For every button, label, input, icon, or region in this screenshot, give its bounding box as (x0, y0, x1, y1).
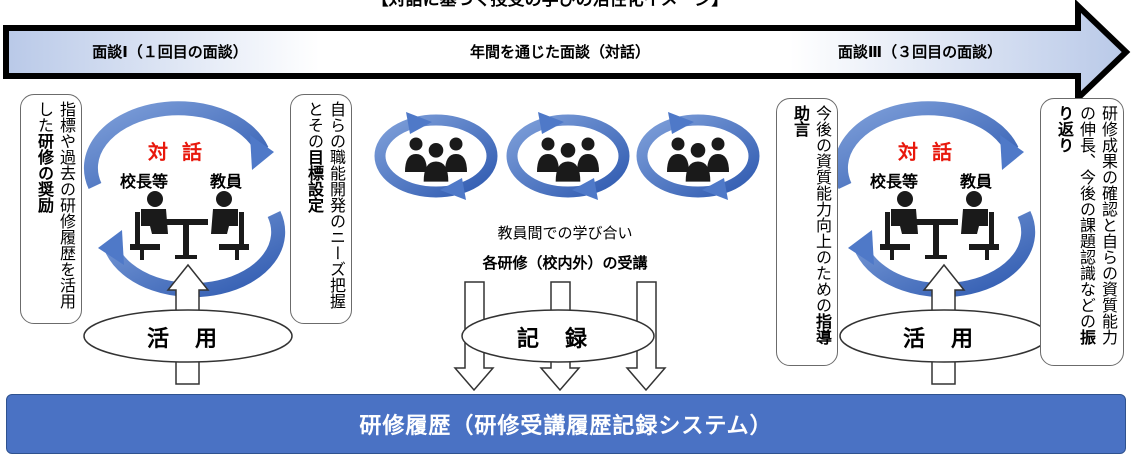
left-oval-label: 活用 (146, 327, 243, 352)
right-callout-reflection-line1: 研修成果の確認と自らの資質 (1099, 105, 1118, 313)
phase-label-3: 面談Ⅲ（３回目の面談） (837, 43, 1003, 61)
right-teacher-label: 教員 (960, 172, 993, 191)
center-oval-label: 記録 (516, 327, 613, 352)
left-dialog-label: 対話 (148, 140, 216, 164)
left-callout-encourage-line2: 活用した (35, 101, 76, 309)
timeline-arrow (3, 0, 1131, 106)
center-caption-learning: 教員間での学び合い (497, 224, 633, 242)
right-callout-guidance-bold: 指導助言 (791, 105, 832, 345)
group-ring-1 (374, 112, 498, 200)
right-principal-label: 校長等 (870, 172, 919, 191)
phase-label-2: 年間を通じた面談（対話） (469, 43, 650, 61)
center-oval (461, 309, 655, 363)
right-callout-guidance-line1: 今後の資質能力向上のための (813, 105, 832, 313)
left-callout-goal-line2: 把握とその (305, 101, 346, 309)
group-ring-2 (506, 112, 630, 200)
right-callout-reflection-bold: 振り返り (1055, 105, 1096, 345)
training-history-bar (6, 394, 1126, 454)
center-caption-training: 各研修（校内外）の受講 (482, 254, 648, 272)
left-dialog-ring (84, 101, 286, 298)
right-callout-guidance: 今後の資質能力向上のための指導助言 (776, 98, 838, 366)
left-teacher-label: 教員 (210, 172, 243, 191)
left-callout-encourage-bold: 研修の奨励 (35, 133, 54, 213)
right-dialog-ring (834, 101, 1036, 298)
left-meeting-icon (130, 191, 249, 260)
right-oval-label: 活用 (902, 327, 999, 352)
page-title: 【対話に基づく授受の学びの活性化イメージ】 (371, 0, 729, 10)
phase-label-1: 面談Ⅰ（１回目の面談） (92, 43, 248, 61)
right-dialog-label: 対話 (898, 140, 966, 164)
left-principal-label: 校長等 (120, 172, 169, 191)
group-ring-3 (636, 112, 760, 200)
right-meeting-icon (880, 191, 999, 260)
training-history-label: 研修履歴（研修受講履歴記録システム） (359, 414, 773, 439)
right-callout-reflection: 研修成果の確認と自らの資質能力の伸長、今後の課題認識などの振り返り (1040, 98, 1124, 366)
left-oval (83, 309, 293, 363)
left-callout-goal-bold: 目標設定 (305, 149, 324, 213)
left-callout-goal: 自らの職能開発のニーズ把握とその目標設定 (290, 94, 352, 324)
left-callout-encourage: 指標や過去の研修履歴を活用した研修の奨励 (20, 94, 82, 324)
right-callout-reflection-line3: などの (1077, 281, 1096, 329)
right-callout-reflection-line2: 能力の伸長、今後の課題認識 (1077, 105, 1118, 345)
left-callout-encourage-line1: 指標や過去の研修履歴を (57, 101, 76, 277)
left-callout-goal-line1: 自らの職能開発のニーズ (327, 101, 346, 277)
